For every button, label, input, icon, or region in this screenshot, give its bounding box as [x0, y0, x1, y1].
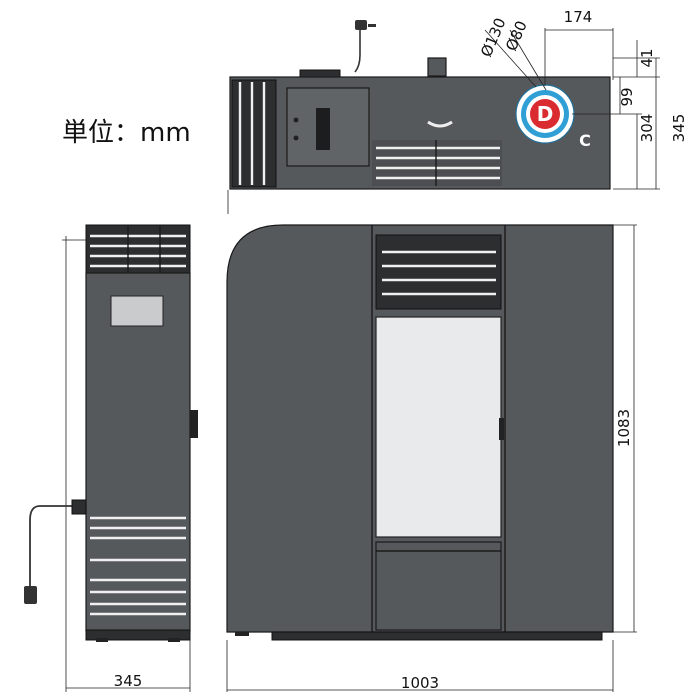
- front-lower-panel: [375, 541, 502, 631]
- front-base: [271, 631, 603, 641]
- front-door-handle: [499, 418, 504, 440]
- outlet-stub: [427, 57, 447, 77]
- power-cable-top: [354, 28, 361, 73]
- unit-label: 単位：mm: [62, 118, 191, 148]
- side-view: [24, 224, 198, 692]
- dim-top-174: 174: [564, 8, 593, 26]
- top-bottom-vent: [372, 140, 502, 186]
- side-top-vent-slats: [90, 226, 186, 272]
- dim-top-304: 304: [638, 114, 656, 143]
- dim-top-99: 99: [618, 87, 636, 106]
- dim-top-345: 345: [670, 114, 688, 143]
- dim-dia-130: Ø130: [477, 15, 509, 59]
- top-handle: [427, 120, 453, 128]
- front-glass-door: [375, 316, 502, 538]
- flue-d-label: D: [537, 102, 554, 126]
- top-service-slot: [316, 108, 330, 150]
- top-view: D C: [227, 20, 660, 214]
- dim-top-41: 41: [638, 48, 656, 67]
- dim-front-1083: 1083: [615, 409, 633, 447]
- flue-c-label: C: [579, 131, 591, 150]
- side-power-cable: [29, 505, 82, 588]
- side-body: [85, 272, 191, 632]
- dim-front-1003: 1003: [401, 674, 439, 692]
- front-view: [226, 224, 637, 692]
- flue-d-circle: [530, 99, 560, 129]
- side-plug: [24, 586, 37, 604]
- side-label-plate: [110, 295, 164, 327]
- top-left-vent: [231, 79, 277, 188]
- top-left-vent-slats: [238, 82, 266, 185]
- plug-top: [355, 20, 367, 30]
- dim-side-345: 345: [114, 672, 143, 690]
- side-bottom-vent: [90, 516, 186, 616]
- side-handle: [190, 410, 198, 438]
- front-top-vent: [375, 234, 502, 310]
